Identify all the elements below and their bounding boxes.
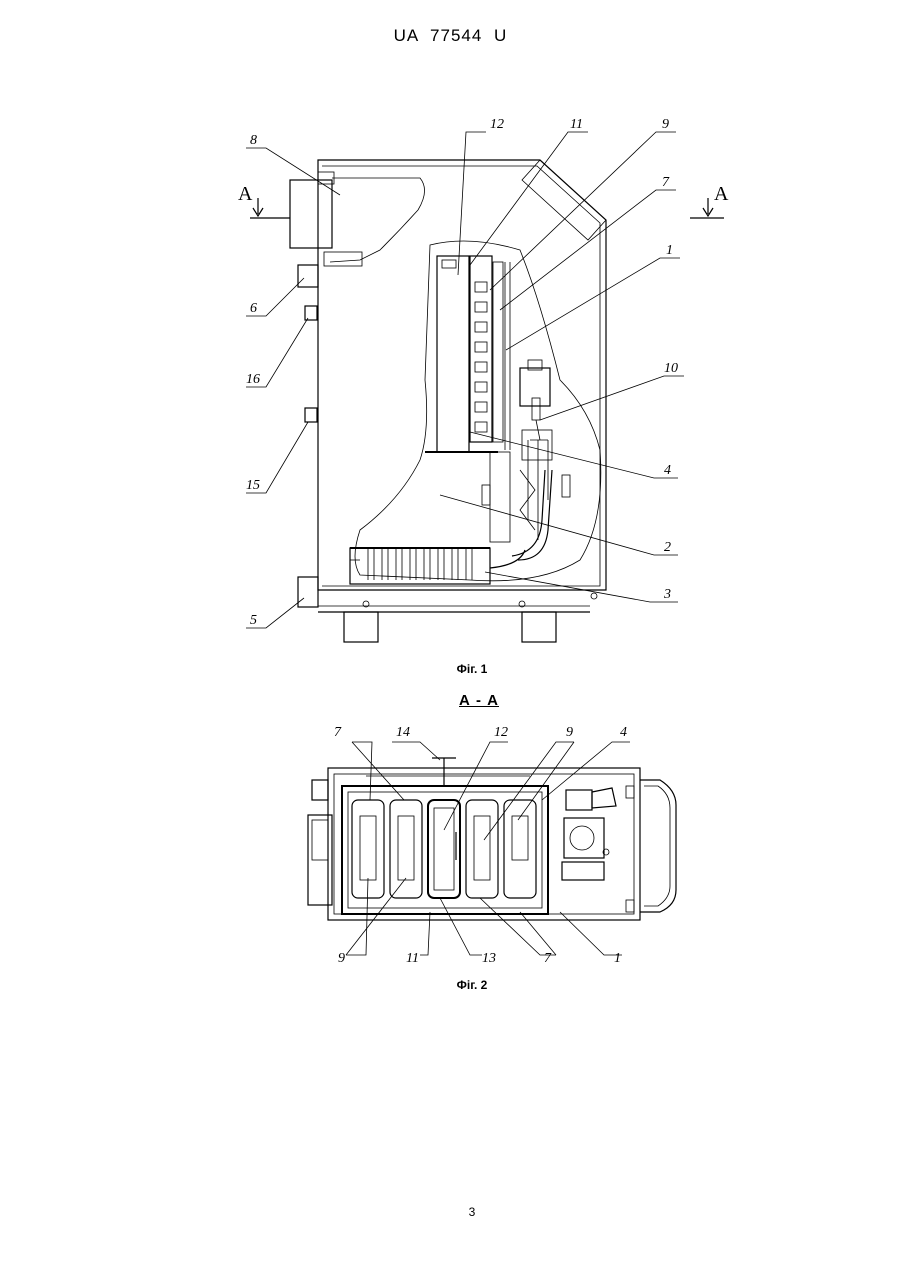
- fig2-label-top-9: 9: [566, 725, 573, 740]
- figure-2-caption: Фіг. 2: [0, 978, 901, 992]
- fig2-label-bottom-1: 1: [614, 951, 621, 966]
- fig2-label-top-4: 4: [620, 725, 627, 740]
- fig2-label-top-7: 7: [334, 725, 342, 740]
- fig2-label-bottom-7: 7: [544, 951, 552, 966]
- fig2-label-top-12: 12: [494, 725, 508, 740]
- page-number: 3: [0, 1205, 901, 1219]
- fig2-label-bottom-11: 11: [406, 951, 419, 966]
- fig2-label-bottom-13: 13: [482, 951, 496, 966]
- fig2-label-top-14: 14: [396, 725, 410, 740]
- fig2-label-bottom-9: 9: [338, 951, 345, 966]
